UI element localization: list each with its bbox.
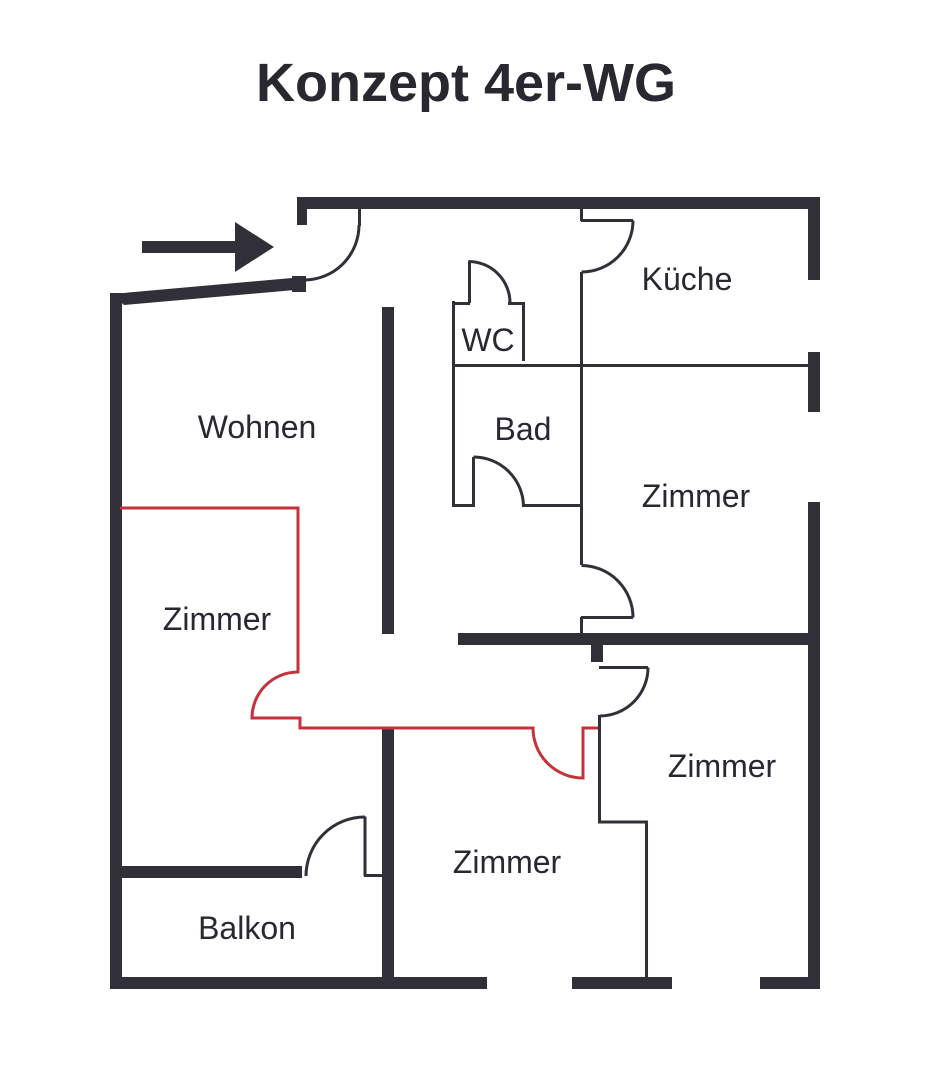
room-label-zimmer-unten-rechts: Zimmer bbox=[668, 748, 777, 784]
wall-slanted-top-left bbox=[112, 278, 306, 305]
wall-right-between-windows bbox=[808, 352, 820, 412]
wall-bottom-middle bbox=[572, 977, 672, 989]
wall-wohnen-divider-lower bbox=[382, 728, 394, 980]
kitchen-door-arc bbox=[581, 220, 635, 274]
room-label-kueche: Küche bbox=[642, 261, 733, 297]
room-label-bad: Bad bbox=[495, 411, 552, 447]
room-label-wc: WC bbox=[461, 322, 514, 358]
proposed-partition-red bbox=[120, 506, 599, 780]
wall-bottom-right bbox=[760, 977, 820, 989]
entrance-jamb-top bbox=[297, 209, 307, 225]
room-label-zimmer-links: Zimmer bbox=[163, 601, 272, 637]
outer-walls bbox=[110, 197, 820, 989]
entrance-jamb-bottom bbox=[292, 276, 306, 292]
wc-door-arc bbox=[468, 260, 512, 304]
wall-bottom-left bbox=[110, 977, 487, 989]
wall-right-lower bbox=[808, 502, 820, 989]
zimmer-mitte-door-arc bbox=[581, 564, 635, 618]
entrance-arrow-icon bbox=[142, 222, 274, 272]
doors bbox=[303, 219, 650, 877]
wall-left bbox=[110, 293, 122, 989]
wall-right-upper bbox=[808, 197, 820, 280]
interior-walls bbox=[116, 307, 820, 980]
room-labels: Küche WC Bad Wohnen Zimmer Zimmer Zimmer… bbox=[163, 261, 777, 946]
wall-wohnen-divider-upper bbox=[382, 307, 394, 634]
bad-door-arc bbox=[473, 455, 525, 508]
thin-walls bbox=[358, 209, 808, 980]
room-label-zimmer-mitte-rechts: Zimmer bbox=[642, 478, 751, 514]
entrance-door-arc bbox=[303, 224, 361, 282]
room-label-balkon: Balkon bbox=[198, 910, 296, 946]
wall-balcony-divider bbox=[116, 866, 302, 878]
zimmer-rechts-door-arc bbox=[599, 667, 650, 718]
balcony-door-arc bbox=[304, 815, 366, 877]
wall-top bbox=[297, 197, 820, 209]
wall-middle-horizontal bbox=[458, 633, 820, 645]
room-label-wohnen: Wohnen bbox=[198, 409, 317, 445]
room-label-zimmer-unten: Zimmer bbox=[453, 844, 562, 880]
page-title: Konzept 4er-WG bbox=[255, 53, 676, 113]
wall-stub-below-middle bbox=[591, 645, 603, 662]
